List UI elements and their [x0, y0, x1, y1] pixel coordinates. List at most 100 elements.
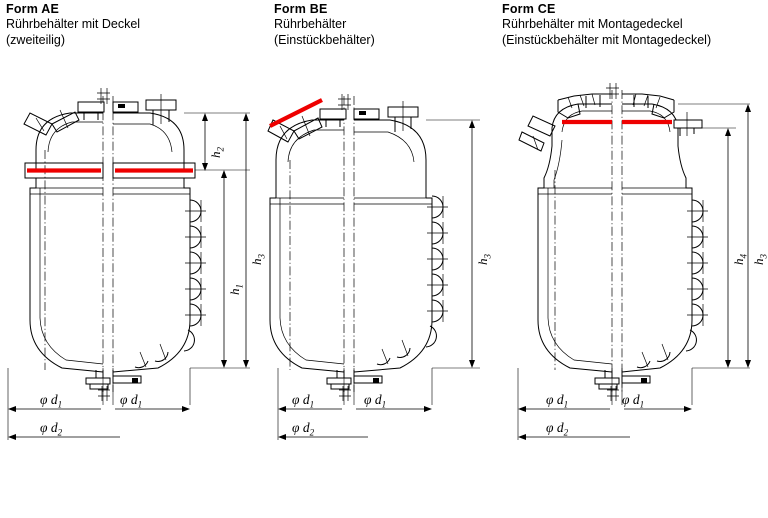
vessel-drawing-be — [267, 94, 480, 440]
form-desc2-ce: (Einstückbehälter mit Montagedeckel) — [502, 32, 712, 47]
manway-flange-plate-be — [293, 117, 323, 140]
head-inner-right-be — [354, 131, 415, 163]
manway-flange-ce — [527, 115, 556, 137]
head-shell-left-be — [275, 119, 344, 198]
manway-nozzle-ce — [518, 131, 545, 152]
outlet-break-symbol-ce — [607, 386, 619, 401]
vessel-drawing-ae — [7, 88, 250, 440]
flange-ring-left-ae — [24, 162, 104, 179]
dim-label-h1-ae: h1 — [227, 284, 245, 295]
lid-inner-right-ce — [622, 110, 671, 133]
dim-label-d2-be: φ d2 — [292, 420, 315, 438]
form-title-ce: Form CE — [502, 2, 556, 16]
nozzle-flange-mid-ae — [112, 101, 139, 113]
jacket-coils-ae — [134, 199, 206, 369]
nozzle-neck-left-be — [325, 119, 341, 127]
jacket-coils-be — [376, 195, 448, 366]
heading-block-ce: Form CE Rührbehälter mit Montagedeckel (… — [502, 2, 768, 48]
dim-label-d1a-be: φ d1 — [292, 392, 315, 410]
form-title-be: Form BE — [274, 2, 328, 16]
body-shell-right-ae — [112, 178, 191, 373]
form-desc2-be: (Einstückbehälter) — [274, 32, 375, 47]
figure-column-ae: Form AE Rührbehälter mit Deckel (zweitei… — [0, 0, 268, 518]
dim-label-h3-be: h3 — [475, 254, 493, 265]
nozzle-neck-left-ae — [83, 112, 99, 120]
extension-lines-ae — [184, 112, 250, 369]
lid-outer-right-ce — [622, 103, 679, 146]
shaft-break-symbol-ce — [606, 83, 619, 99]
outlet-flange2-left-ae — [89, 383, 109, 390]
form-desc1-ae: Rührbehälter mit Deckel — [6, 17, 141, 31]
outlet-bolt-be — [373, 378, 379, 383]
outlet-bolt-ae — [132, 378, 138, 383]
manway-flange-be — [267, 119, 295, 143]
body-shell-right-be — [353, 197, 433, 373]
cover-shell-right — [113, 112, 185, 170]
outlet-flange2-left-ce — [598, 383, 618, 390]
outlet-flange-left-ce — [594, 377, 620, 385]
nozzle-neck-right-ae — [152, 110, 170, 125]
cover-lining-left — [47, 121, 103, 153]
clamp-ring-ce — [557, 93, 675, 119]
heading-block-ae: Form AE Rührbehälter mit Deckel (zweitei… — [6, 2, 268, 48]
body-shell-right-ce — [621, 145, 693, 373]
form-desc2-ae: (zweiteilig) — [6, 32, 66, 47]
dim-label-h4-ce: h4 — [731, 254, 749, 265]
manway-bolt-be — [279, 125, 288, 140]
nozzle-bore-mid-ae — [118, 104, 125, 108]
dim-label-h2-ae: h2 — [208, 147, 226, 158]
manway-axis-ae — [59, 109, 69, 129]
extension-lines-vert-ae — [7, 368, 191, 440]
nozzle-bore-mid-be — [359, 111, 366, 115]
dim-arrow-d2-ce — [518, 434, 526, 440]
dim-label-d1b-be: φ d1 — [364, 392, 387, 410]
outlet-flange2-left-be — [330, 383, 350, 390]
dim-label-h3-ce: h3 — [751, 254, 768, 265]
body-lining-left-ce — [547, 188, 613, 365]
head-shell-right-be — [354, 119, 427, 198]
nozzle-neck-right-be — [394, 117, 412, 132]
extension-lines-vert-be — [277, 368, 433, 440]
body-shell-left-ae — [29, 178, 104, 373]
body-lining-left-be — [279, 198, 345, 365]
extension-lines-vert-ce — [517, 368, 693, 440]
dim-label-h3-ae: h3 — [249, 254, 267, 265]
cover-shell-left — [35, 112, 103, 170]
body-shell-left-ce — [537, 145, 613, 373]
shaft-break-symbol-ae — [97, 88, 110, 104]
vessel-drawing-ce — [517, 83, 751, 440]
nozzle-flange-mid-be — [353, 108, 380, 120]
dim-label-d1b-ae: φ d1 — [120, 392, 143, 410]
dim-label-d1a-ae: φ d1 — [40, 392, 63, 410]
form-desc1-be: Rührbehälter — [274, 17, 347, 31]
cover-inner-right — [113, 123, 173, 153]
outlet-break-symbol-ae — [98, 386, 110, 401]
dim-arrow-d2-ae — [8, 434, 16, 440]
shaft-break-symbol-be — [338, 94, 351, 110]
form-title-ae: Form AE — [6, 2, 60, 16]
figure-column-be: Form BE Rührbehälter (Einstückbehälter) — [267, 0, 500, 518]
dim-label-d2-ae: φ d2 — [40, 420, 63, 438]
jacket-coils-ce — [636, 199, 708, 369]
side-nozzle-flange-ce — [673, 119, 703, 129]
head-lining-left-be — [287, 129, 344, 163]
nozzle-flange-left-ae — [77, 101, 105, 113]
heading-block-be: Form BE Rührbehälter (Einstückbehälter) — [274, 2, 500, 48]
manway-flange-ae — [23, 112, 53, 136]
extension-lines-ce — [678, 103, 750, 369]
lid-inner-left-ce — [561, 110, 612, 133]
flange-ring-right-ae — [112, 162, 196, 179]
manway-axis-ce — [532, 135, 539, 151]
manway-red-marker-be — [269, 98, 323, 128]
dim-arrow-d2-be — [278, 434, 286, 440]
body-lining-upper-left-ce — [553, 139, 563, 188]
manway-bolt-ae — [35, 117, 45, 132]
manway-axis-be — [301, 115, 311, 137]
figure-column-ce: Form CE Rührbehälter mit Montagedeckel (… — [500, 0, 768, 518]
outlet-break-symbol-be — [339, 386, 351, 401]
outlet-flange-left-be — [326, 377, 352, 385]
dim-label-d1b-ce: φ d1 — [622, 392, 645, 410]
outlet-bolt-ce — [641, 378, 647, 383]
dim-label-d1a-ce: φ d1 — [546, 392, 569, 410]
